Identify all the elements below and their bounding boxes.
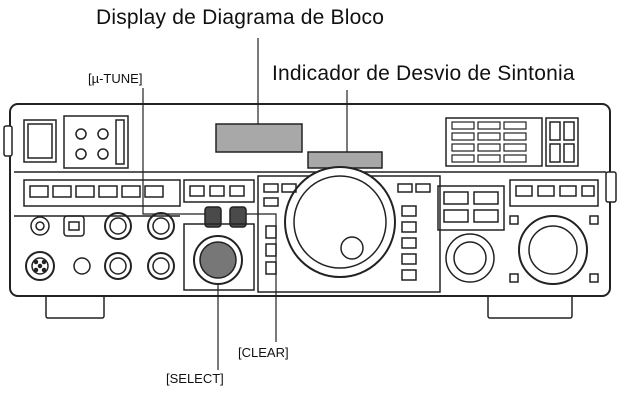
right-lower-knob-inner xyxy=(453,241,487,275)
upper-left-control-block xyxy=(63,115,129,169)
dial-side-button xyxy=(263,183,279,193)
keypad-key xyxy=(563,121,575,141)
front-knob-inner xyxy=(152,217,170,235)
front-knob-inner xyxy=(109,217,127,235)
dial-side-button xyxy=(281,183,297,193)
select-knob-frame xyxy=(183,223,255,291)
usb-port-inner xyxy=(68,221,80,231)
front-knob xyxy=(147,212,175,240)
keypad-key xyxy=(549,143,561,163)
far-right-button xyxy=(515,185,533,197)
side-strip xyxy=(115,119,125,165)
center-button xyxy=(229,185,245,197)
center-button xyxy=(209,185,225,197)
jack-icon xyxy=(30,216,50,236)
tuning-offset-indicator-label: Indicador de Desvio de Sintonia xyxy=(272,62,575,85)
knob-indicator xyxy=(589,273,599,283)
right-handle xyxy=(605,171,617,203)
block-diagram-display-label: Display de Diagrama de Bloco xyxy=(96,6,385,29)
right-button xyxy=(443,209,469,223)
dial-side-button xyxy=(263,197,279,207)
power-switch-frame xyxy=(23,119,57,163)
dial-right-button-column xyxy=(401,205,417,281)
block-diagram-display xyxy=(215,123,303,153)
microphone-connector-icon xyxy=(25,251,55,281)
left-handle xyxy=(3,125,13,157)
mu-tune-leader xyxy=(142,88,205,215)
knob-indicator xyxy=(589,215,599,225)
right-button-block xyxy=(437,185,505,231)
jack-center xyxy=(35,221,45,231)
front-knob xyxy=(104,212,132,240)
keypad-key xyxy=(549,121,561,141)
upper-right-button-grid xyxy=(451,121,527,163)
upper-right-keypad xyxy=(545,117,579,167)
dial-side-button xyxy=(397,183,413,193)
far-right-knob-inner xyxy=(528,225,578,275)
left-button-row xyxy=(23,179,181,207)
dial-finger-grip xyxy=(340,236,364,260)
right-lower-knob xyxy=(445,233,495,283)
small-button-icon xyxy=(97,148,109,160)
far-right-button-row xyxy=(509,179,599,207)
power-switch xyxy=(27,123,53,159)
center-button xyxy=(189,185,205,197)
keypad-key xyxy=(563,143,575,163)
main-tuning-dial xyxy=(284,166,396,278)
small-button-icon xyxy=(75,148,87,160)
right-button xyxy=(473,209,499,223)
knob-indicator xyxy=(509,273,519,283)
center-button-group xyxy=(183,179,255,203)
small-button-icon xyxy=(97,128,109,140)
microphone-connector-inner xyxy=(31,257,49,275)
front-knob xyxy=(147,252,175,280)
tuning-offset-indicator xyxy=(307,151,383,169)
clear-leader xyxy=(246,213,277,342)
far-right-button xyxy=(559,185,577,197)
right-button xyxy=(443,191,469,205)
front-knob-inner xyxy=(109,257,127,275)
knob-indicator xyxy=(509,215,519,225)
right-button xyxy=(473,191,499,205)
dial-side-button xyxy=(415,183,431,193)
front-knob-inner xyxy=(152,257,170,275)
main-dial-inner-ring xyxy=(293,175,387,269)
jack-icon xyxy=(73,257,91,275)
clear-button xyxy=(229,206,247,228)
far-right-button xyxy=(581,185,595,197)
select-label: [SELECT] xyxy=(166,371,224,386)
far-right-button xyxy=(537,185,555,197)
upper-right-button-panel xyxy=(445,117,543,167)
usb-port-icon xyxy=(63,215,85,237)
mu-tune-button xyxy=(204,206,222,228)
select-knob-cap xyxy=(199,241,237,279)
front-knob xyxy=(104,252,132,280)
mu-tune-label: [µ-TUNE] xyxy=(88,71,143,86)
small-button-icon xyxy=(75,128,87,140)
clear-label: [CLEAR] xyxy=(238,345,289,360)
